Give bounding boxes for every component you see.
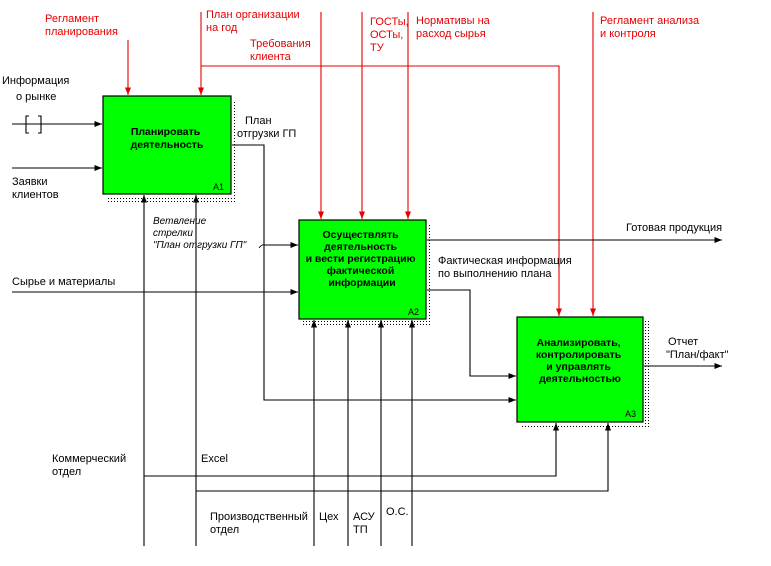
arrow-fact-info[interactable] xyxy=(427,289,516,380)
box-a1-label: Планировать деятельность xyxy=(131,126,204,151)
mechanism-arrow-excel-a3[interactable] xyxy=(196,423,612,492)
label-asu: АСУ ТП xyxy=(353,511,378,536)
label-excel: Excel xyxy=(201,453,228,465)
label-norms: Нормативы на расход сырья xyxy=(416,15,493,40)
label-reglament-analysis: Регламент анализа и контроля xyxy=(600,15,702,40)
box-a3-label: Анализировать, контролировать и управлят… xyxy=(536,337,624,385)
label-finished-goods: Готовая продукция xyxy=(626,222,722,234)
label-raw-materials: Сырье и материалы xyxy=(12,276,115,288)
label-branch-note: Ветвление стрелки "План отгрузки ГП" xyxy=(153,216,247,251)
label-client-req: Требования клиента xyxy=(250,38,314,63)
label-os: О.С. xyxy=(386,506,409,518)
branch-note-squiggle xyxy=(258,244,265,249)
box-a2-label: Осуществлять деятельность и вести регист… xyxy=(306,229,419,289)
box-a2-rect xyxy=(298,219,427,320)
label-plan-org: План организации на год xyxy=(206,9,303,34)
mechanism-arrow-commercial-a3[interactable] xyxy=(144,423,560,477)
label-commercial: Коммерческий отдел xyxy=(52,453,129,478)
label-gost: ГОСТы, ОСТы, ТУ xyxy=(370,16,412,54)
label-report: Отчет "План/факт" xyxy=(666,336,729,361)
control-arrow-plan-org-branch[interactable] xyxy=(201,65,563,316)
arrow-shipment-plan[interactable] xyxy=(232,144,298,249)
box-a1[interactable]: Планировать деятельность A1 xyxy=(102,95,237,202)
label-fact-info: Фактическая информация по выполнению пла… xyxy=(438,255,575,280)
box-a2[interactable]: Осуществлять деятельность и вести регист… xyxy=(298,219,432,325)
tunnel-icon xyxy=(25,115,42,134)
box-a2-number: A2 xyxy=(408,307,419,317)
label-workshop: Цех xyxy=(319,511,339,523)
label-market-info: Информация о рынке xyxy=(2,75,72,103)
box-a1-number: A1 xyxy=(213,182,224,192)
box-a3-number: A3 xyxy=(625,409,636,419)
arrow-shipment-plan-branch[interactable] xyxy=(263,245,516,404)
label-reglament-planning: Регламент планирования xyxy=(45,13,118,38)
label-shipment-plan: План отгрузки ГП xyxy=(237,115,296,140)
label-production: Производственный отдел xyxy=(210,511,311,536)
box-a3-rect xyxy=(516,316,644,423)
label-client-orders: Заявки клиентов xyxy=(12,176,59,201)
box-a3[interactable]: Анализировать, контролировать и управлят… xyxy=(516,316,649,428)
box-a1-rect xyxy=(102,95,232,195)
